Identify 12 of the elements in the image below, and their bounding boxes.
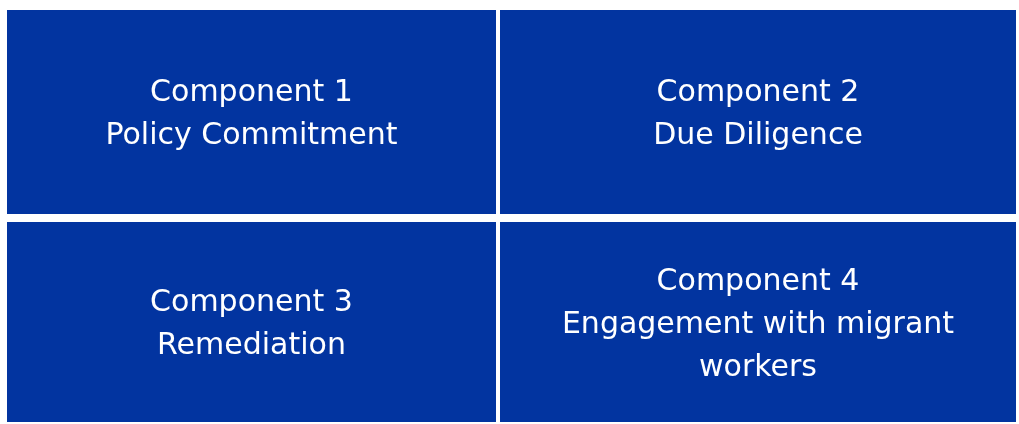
component-heading: Component 3 bbox=[150, 282, 353, 320]
component-title: Remediation bbox=[157, 325, 346, 363]
component-box bbox=[500, 10, 1016, 214]
component-box bbox=[7, 222, 496, 422]
component-title: Engagement with migrant workers bbox=[560, 303, 956, 385]
component-title: Policy Commitment bbox=[105, 115, 398, 153]
component-heading: Component 4 bbox=[656, 260, 860, 299]
component-title: Due Diligence bbox=[653, 115, 863, 153]
component-box bbox=[500, 222, 1016, 422]
component-box bbox=[7, 10, 496, 214]
component-heading: Component 2 bbox=[656, 72, 860, 110]
component-heading: Component 1 bbox=[150, 72, 353, 110]
